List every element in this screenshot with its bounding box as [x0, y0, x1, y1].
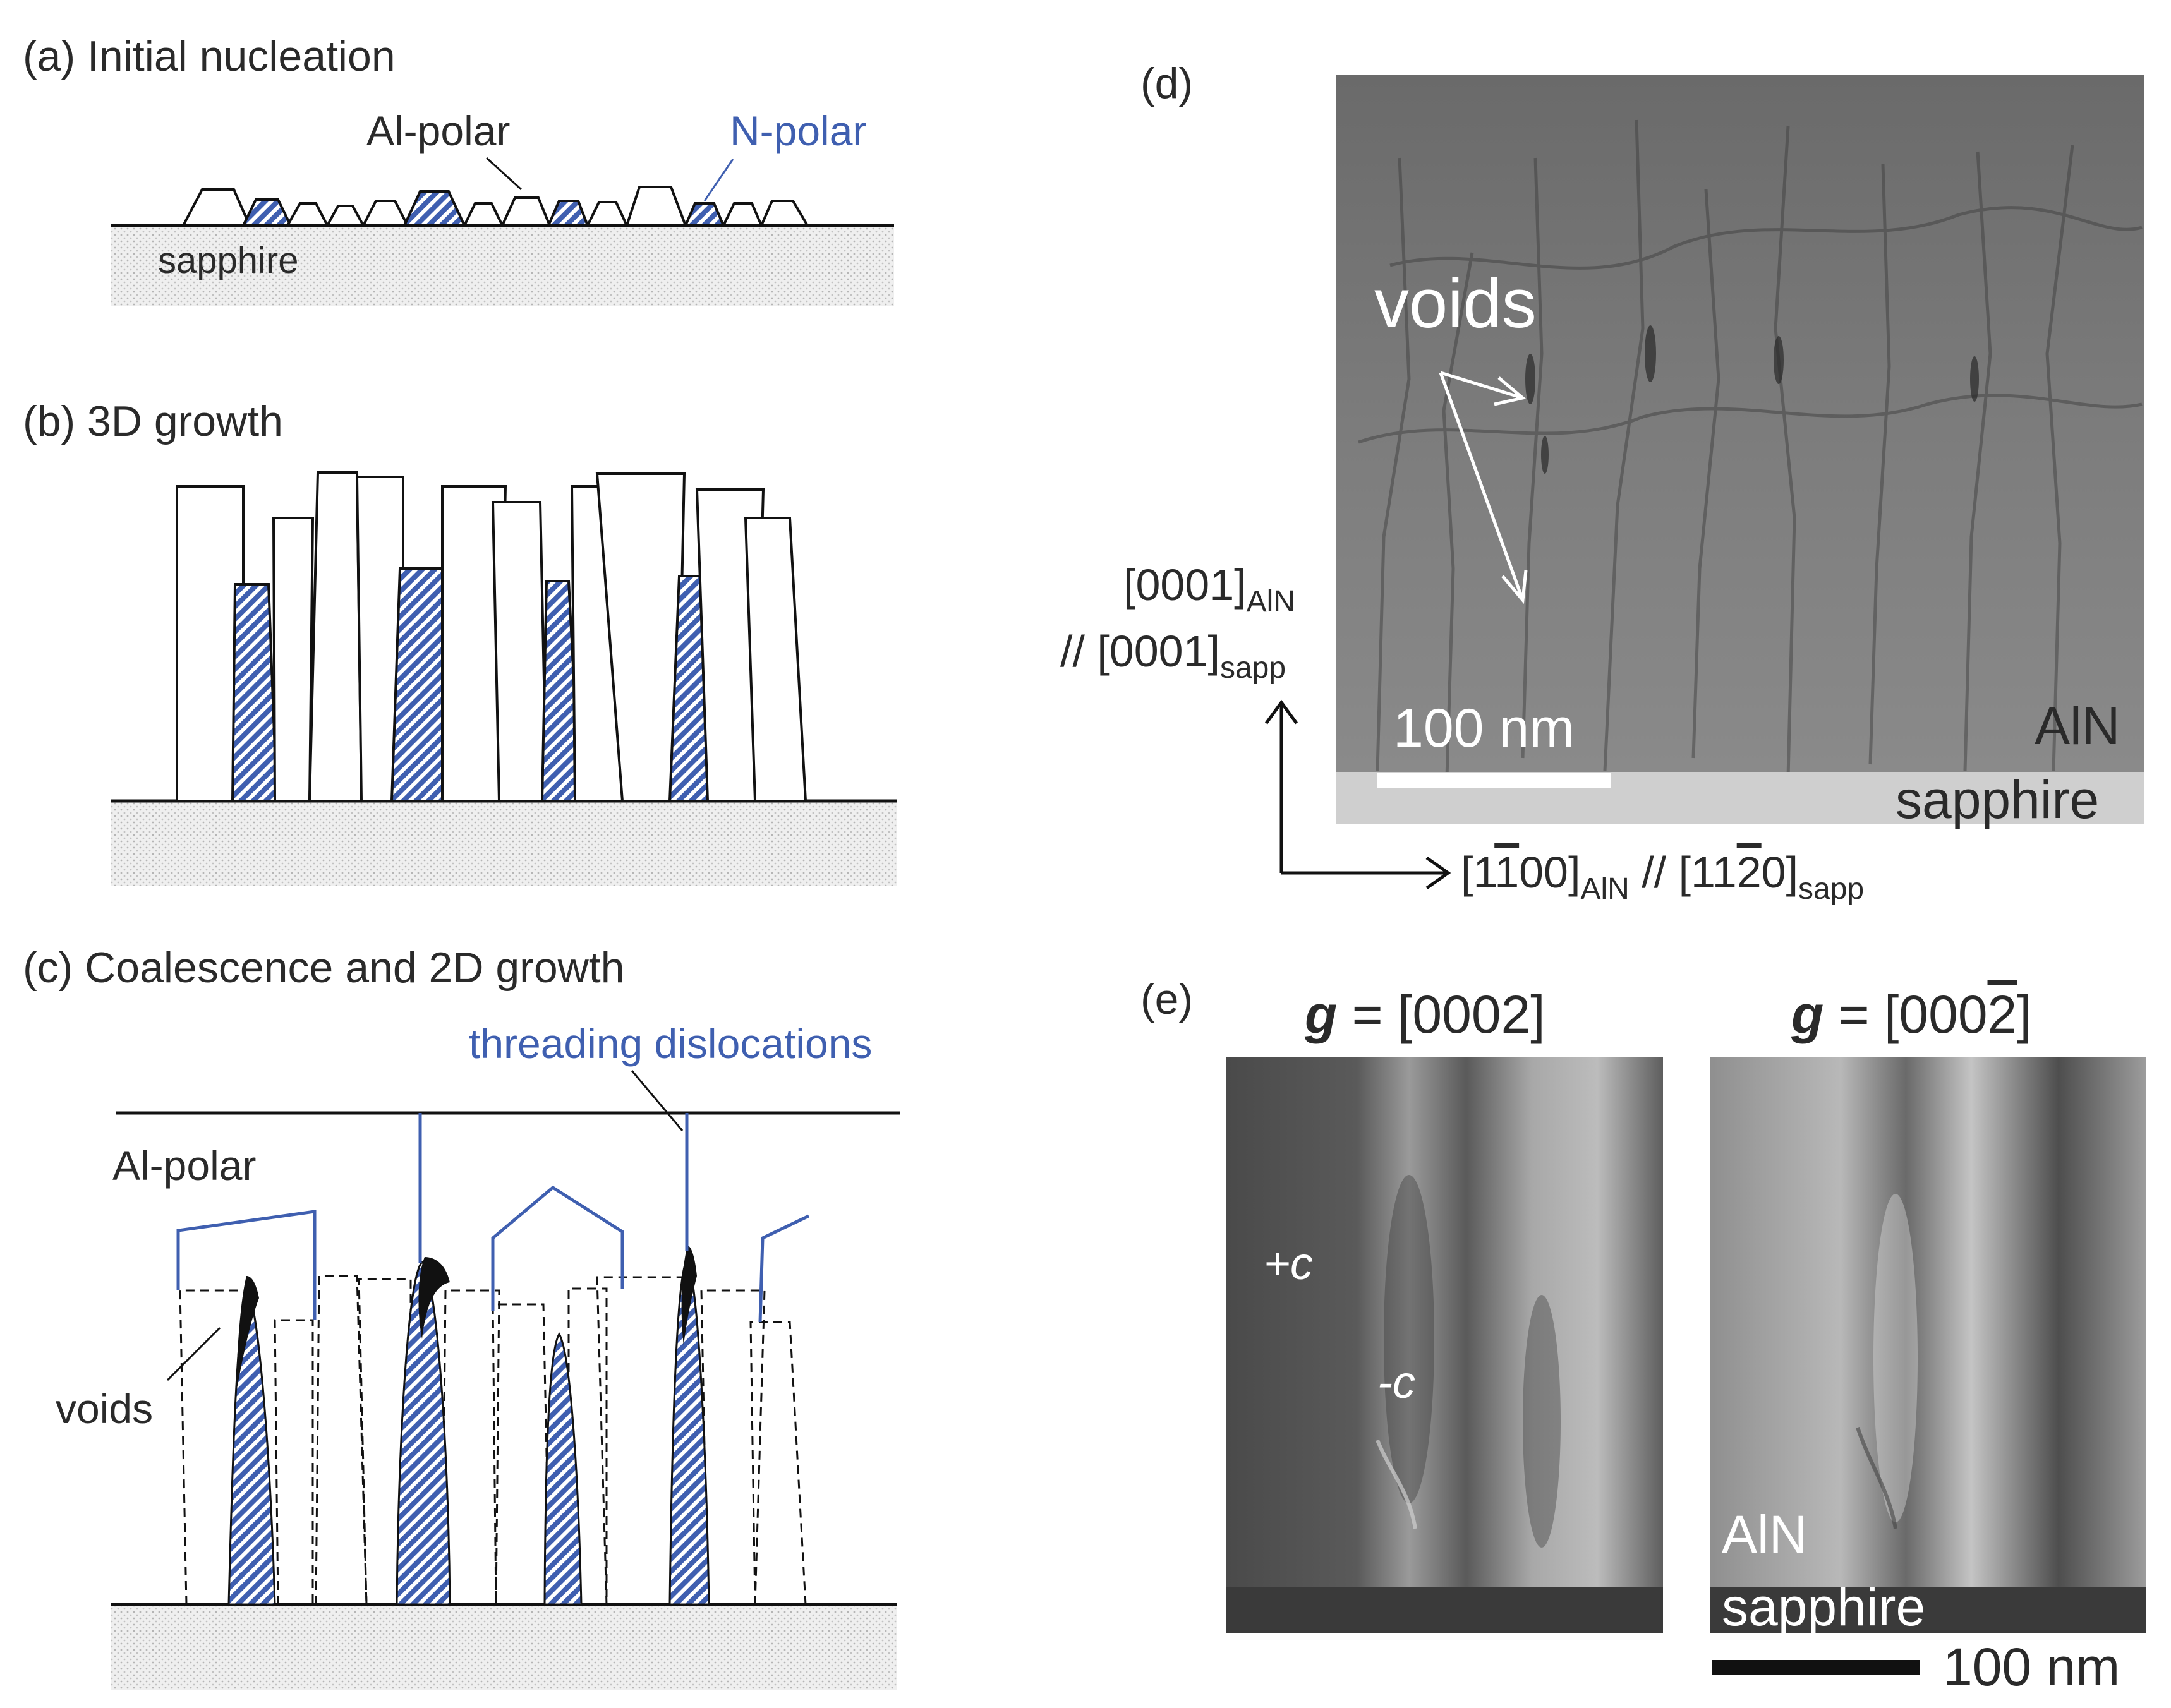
nucleus-al: [721, 202, 764, 227]
nucleus-n: [241, 198, 293, 227]
panel-d-tem-image: [1336, 75, 2144, 824]
nucleus-al: [361, 200, 410, 227]
panel-a-n-polar-leader: [703, 159, 734, 201]
panel-a-nuclei: [181, 186, 810, 227]
panel-d-scale-bar: [1377, 773, 1611, 788]
panel-e-g2-heading: g = [0002]: [1791, 985, 2032, 1044]
panel-d-axis-vertical-2: // [0001]sapp: [1060, 627, 1286, 685]
nucleus-n: [683, 202, 726, 227]
panel-a: (a) Initial nucleation sapphire Al-polar…: [23, 32, 894, 306]
panel-d-scale-label: 100 nm: [1393, 698, 1575, 759]
panel-a-sapphire-substrate: [111, 226, 894, 306]
panel-d-crystal-axes: [1264, 699, 1451, 890]
panel-c-voids-leader: [166, 1326, 221, 1381]
column-n: [540, 580, 582, 802]
panel-c-threading-leader: [631, 1070, 684, 1131]
nucleus-al: [585, 201, 629, 227]
nucleus-al: [500, 196, 552, 227]
panel-e-label: (e): [1140, 975, 1193, 1023]
panel-d-sapphire-label: sapphire: [1896, 770, 2099, 829]
panel-c-label: (c) Coalescence and 2D growth: [23, 944, 624, 992]
panel-b-label: (b) 3D growth: [23, 397, 283, 445]
column-al: [441, 485, 507, 802]
nucleus-al: [759, 200, 810, 227]
nucleus-al: [285, 202, 330, 227]
panel-c-n-polar-tapers: [227, 1258, 710, 1606]
nucleus-n: [546, 200, 590, 227]
void: [418, 1257, 450, 1339]
column-al: [595, 472, 686, 802]
column-al: [491, 501, 548, 802]
panel-e-aln-label: AlN: [1722, 1505, 1807, 1564]
panel-c-al-polar-label: Al-polar: [112, 1142, 256, 1189]
panel-e-g1-heading: g = [0002]: [1304, 985, 1545, 1044]
column-n: [390, 567, 451, 802]
taper-n: [227, 1286, 276, 1606]
void: [681, 1246, 697, 1345]
column-al: [176, 485, 245, 802]
panel-c-voids: [236, 1246, 697, 1396]
column-al: [272, 517, 315, 802]
panel-e-scale-label: 100 nm: [1943, 1637, 2120, 1697]
nucleus-n: [402, 190, 467, 227]
panel-d-voids-label: voids: [1374, 265, 1537, 342]
nucleus-al: [462, 202, 505, 227]
taper-n: [396, 1260, 451, 1606]
panel-d-aln-label: AlN: [2035, 696, 2120, 755]
panel-e-minus-c-label: -c: [1377, 1357, 1415, 1408]
column-al: [308, 471, 363, 802]
void: [236, 1276, 259, 1396]
panel-e-tem-image-right: [1710, 1057, 2146, 1633]
panel-b-sapphire-substrate: [111, 801, 897, 886]
nucleus-al: [325, 205, 366, 227]
nucleus-al: [625, 186, 687, 227]
taper-n: [668, 1258, 710, 1606]
column-al: [744, 517, 807, 802]
panel-a-sapphire-label: sapphire: [158, 240, 298, 281]
panel-c-voids-label: voids: [56, 1385, 153, 1432]
panel-a-al-polar-label: Al-polar: [366, 107, 510, 154]
panel-e-scale-bar: [1712, 1660, 1920, 1675]
panel-d-label: (d): [1140, 59, 1193, 107]
panel-e-plus-c-label: +c: [1264, 1239, 1313, 1289]
panel-d-axis-horizontal: [1100]AlN // [1120]sapp: [1461, 848, 1864, 906]
panel-c-threading-dislocations: [176, 1113, 810, 1323]
panel-b: (b) 3D growth: [23, 397, 897, 886]
panel-e: (e) g = [0002] g = [0002] +c -c AlN: [1140, 975, 2146, 1697]
taper-n: [543, 1332, 583, 1606]
panel-a-label: (a) Initial nucleation: [23, 32, 396, 80]
panel-c-threading-label: threading dislocations: [469, 1020, 872, 1067]
panel-d: (d): [1060, 59, 2144, 906]
panel-c-sapphire-substrate: [111, 1604, 897, 1690]
column-n: [231, 583, 279, 802]
column-al: [355, 476, 404, 802]
panel-d-void-arrows: [1439, 371, 1528, 604]
panel-a-al-polar-leader: [485, 157, 523, 191]
panel-d-axis-vertical-1: [0001]AlN: [1123, 560, 1295, 618]
panel-b-columns: [176, 471, 807, 802]
panel-e-sapphire-label: sapphire: [1722, 1577, 1925, 1637]
nucleus-al: [181, 188, 252, 227]
panel-e-tem-image-left: [1226, 1057, 1663, 1633]
panel-a-n-polar-label: N-polar: [730, 107, 866, 154]
panel-c: (c) Coalescence and 2D growth threading …: [23, 944, 900, 1690]
